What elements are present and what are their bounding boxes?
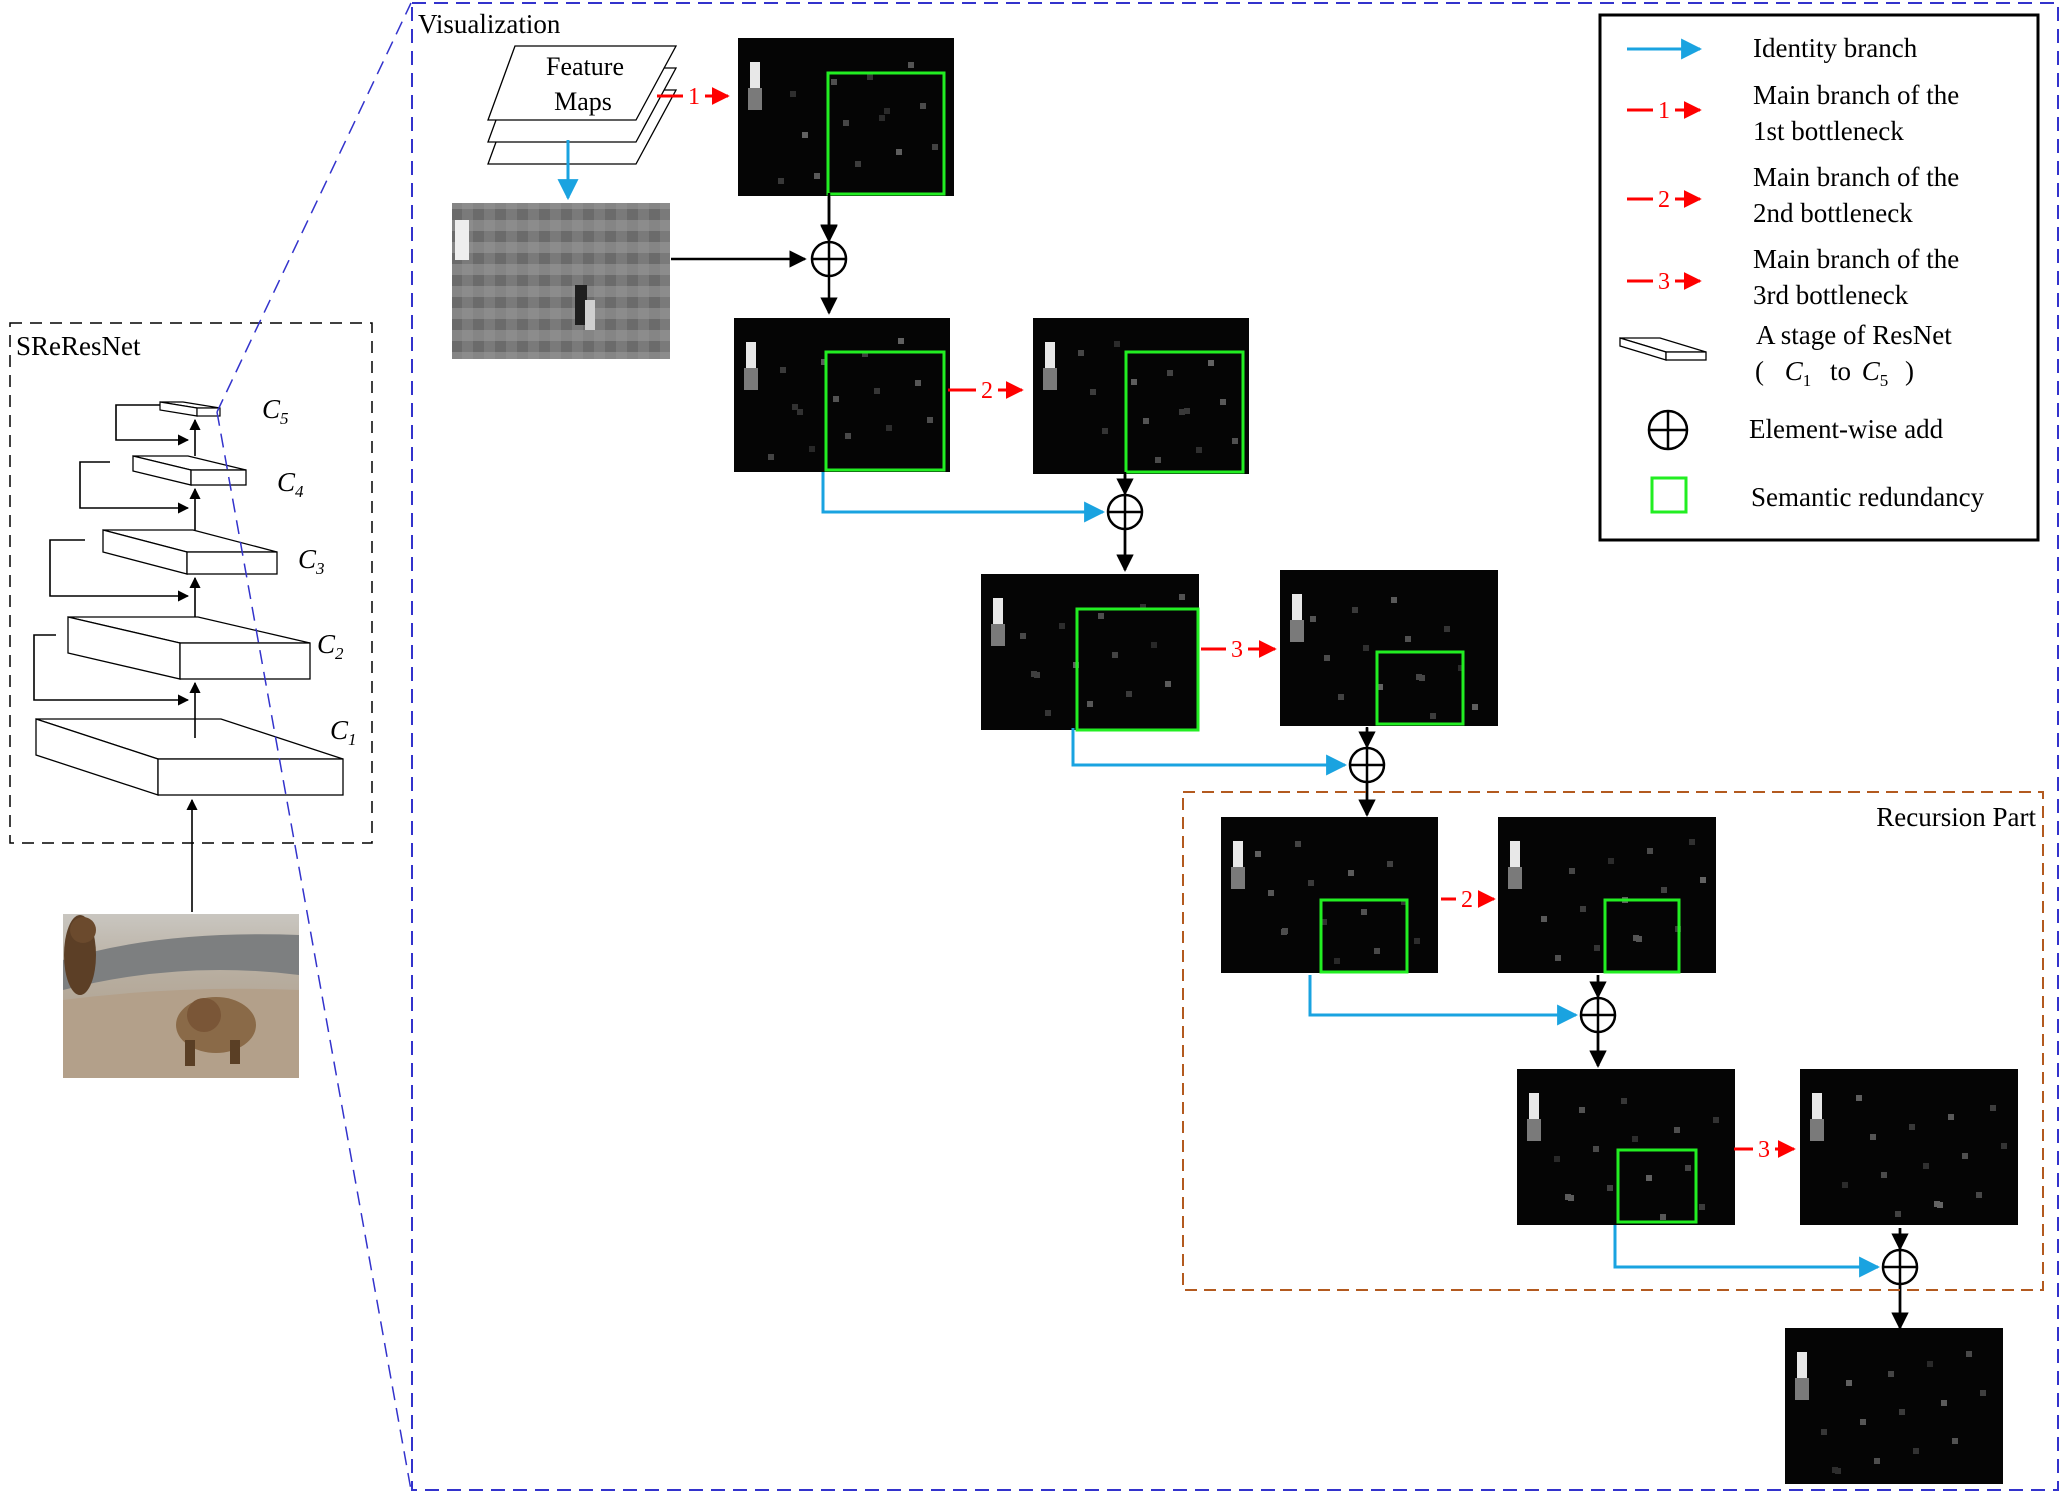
map-rec-bottleneck3	[1800, 1069, 2018, 1225]
legend-stage-swatch	[1619, 337, 1707, 361]
legend-stage-line2: ( C1 to C5 )	[1755, 356, 1914, 392]
svg-text:3: 3	[1658, 269, 1670, 295]
legend-main3-swatch: 3	[1627, 268, 1702, 295]
map-rec-sum1	[1221, 817, 1438, 974]
identity-feature-map	[452, 203, 670, 359]
legend-main1-swatch: 1	[1627, 97, 1702, 124]
map-bottleneck3	[1280, 570, 1498, 726]
main-branch-arrow-3: 3	[1201, 635, 1277, 663]
legend-main3-line1: Main branch of the	[1753, 244, 1959, 274]
legend-main2-swatch: 2	[1627, 186, 1702, 213]
map-rec-sum2	[1517, 1069, 1735, 1225]
legend-add: Element-wise add	[1749, 414, 1944, 444]
feature-maps-label-1: Feature	[546, 52, 624, 81]
stage-c5	[159, 401, 221, 417]
legend-main3-line2: 3rd bottleneck	[1753, 280, 1909, 310]
semantic-redundancy-box	[1075, 607, 1200, 732]
stage-c2	[67, 616, 311, 680]
legend-semantic: Semantic redundancy	[1751, 482, 1985, 512]
map-rec-bottleneck2	[1498, 817, 1716, 974]
add-operator-4	[1579, 996, 1617, 1034]
feature-maps-label-2: Maps	[554, 87, 612, 116]
main-branch-arrow-2: 2	[948, 376, 1024, 404]
add-operator-3	[1348, 746, 1386, 784]
map-sum1	[734, 318, 950, 472]
semantic-redundancy-box	[1616, 1148, 1698, 1224]
zoom-line-top	[216, 2, 412, 413]
svg-text:3: 3	[1758, 1137, 1770, 1163]
semantic-redundancy-box	[824, 350, 946, 472]
map-bottleneck1	[738, 38, 954, 196]
sreresnet-panel	[9, 322, 373, 844]
svg-text:2: 2	[1461, 887, 1473, 913]
svg-text:3: 3	[1231, 637, 1243, 663]
stage-c4-label: C4	[277, 467, 304, 501]
legend-main1-line1: Main branch of the	[1753, 80, 1959, 110]
semantic-redundancy-box	[1124, 350, 1245, 474]
map-sum2	[981, 574, 1200, 732]
stage-c1	[35, 718, 344, 796]
stage-c3-label: C3	[298, 544, 325, 578]
input-photo	[63, 914, 299, 1078]
main-branch-arrow-4: 2	[1441, 885, 1496, 913]
recursion-part-box	[1182, 791, 2044, 1291]
stage-c4	[132, 455, 247, 486]
legend-stage-line1: A stage of ResNet	[1756, 320, 1952, 350]
legend-identity: Identity branch	[1753, 33, 1918, 63]
feature-maps-stack	[487, 45, 678, 165]
stage-c5-label: C5	[262, 394, 289, 428]
legend-add-swatch	[1647, 409, 1689, 451]
legend-main2-line2: 2nd bottleneck	[1753, 198, 1913, 228]
svg-text:2: 2	[981, 378, 993, 404]
legend: Identity branch 1 Main branch of the 1st…	[1598, 13, 2040, 542]
svg-text:2: 2	[1658, 187, 1670, 213]
sreresnet-title: SReResNet	[16, 331, 141, 361]
stage-c2-label: C2	[317, 629, 344, 663]
visualization-frame	[411, 2, 2059, 1491]
add-operator-1	[810, 240, 848, 278]
semantic-redundancy-box	[1375, 650, 1465, 726]
visualization-title: Visualization	[418, 9, 561, 39]
map-output	[1785, 1328, 2003, 1484]
recursion-part-label: Recursion Part	[1876, 802, 2036, 832]
legend-semantic-swatch	[1650, 476, 1688, 514]
stage-c3	[102, 529, 278, 575]
svg-text:1: 1	[688, 84, 700, 110]
main-branch-arrow-1: 1	[657, 82, 730, 110]
add-operator-5	[1881, 1248, 1919, 1286]
svg-text:1: 1	[1658, 98, 1670, 124]
legend-main1-line2: 1st bottleneck	[1753, 116, 1904, 146]
zoom-line-bottom	[216, 411, 412, 1491]
add-operator-2	[1106, 493, 1144, 531]
legend-main2-line1: Main branch of the	[1753, 162, 1959, 192]
map-bottleneck2	[1033, 318, 1249, 474]
semantic-redundancy-box	[1603, 898, 1681, 974]
stage-c1-label: C1	[330, 715, 357, 749]
main-branch-arrow-5: 3	[1734, 1135, 1796, 1163]
semantic-redundancy-box	[826, 71, 946, 196]
semantic-redundancy-box	[1319, 898, 1409, 974]
